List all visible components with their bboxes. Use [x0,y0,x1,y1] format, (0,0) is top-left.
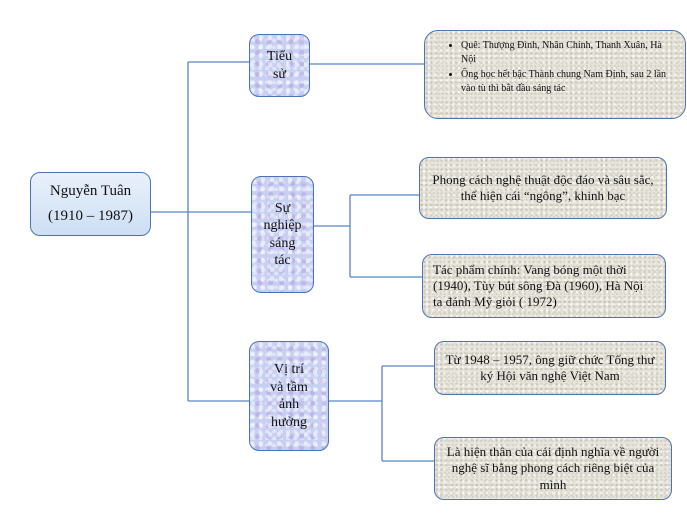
leaf-artistic-style-text: Phong cách nghệ thuật độc đáo và sâu sắc… [432,171,654,203]
leaf-biography-details: Quê: Thượng Đình, Nhân Chính, Thanh Xuân… [424,30,686,119]
branch-influence-line-4: hưởng [271,414,307,430]
leaf-position: Từ 1948 – 1957, ông giữ chức Tổng thư ký… [434,341,666,395]
leaf-position-text: Từ 1948 – 1957, ông giữ chức Tổng thư ký… [445,351,655,383]
leaf-main-works-text: Tác phẩm chính: Vang bóng một thời (1940… [433,261,644,310]
branch-biography-line-2: sử [272,66,287,82]
branch-influence-line-2: và tầm [270,379,308,395]
leaf-influence: Là hiện thân của cái định nghĩa về người… [434,437,672,500]
branch-career-line-1: Sự [274,200,291,216]
branch-career-line-2: nghiệp [263,218,302,233]
root-node: Nguyễn Tuân (1910 – 1987) [30,172,151,236]
root-years: (1910 – 1987) [48,208,133,224]
branch-career-line-3: sáng [269,235,296,251]
leaf-main-works: Tác phẩm chính: Vang bóng một thời (1940… [422,254,666,318]
branch-career: Sự nghiệp sáng tác [251,176,314,293]
biography-bullet-hometown: Quê: Thượng Đình, Nhân Chính, Thanh Xuân… [461,39,671,66]
branch-biography: Tiểu sử [249,34,310,97]
branch-influence-line-1: Vị trí [274,362,304,377]
biography-bullet-education: Ông học hết bậc Thành chung Nam Định, sa… [461,68,671,95]
biography-bullet-list: Quê: Thượng Đình, Nhân Chính, Thanh Xuân… [445,39,671,97]
branch-biography-line-1: Tiểu [266,49,293,64]
leaf-artistic-style: Phong cách nghệ thuật độc đáo và sâu sắc… [419,157,667,219]
branch-influence: Vị trí và tầm ảnh hưởng [249,341,329,451]
root-name: Nguyễn Tuân [49,183,132,200]
branch-career-line-4: tác [274,253,291,268]
leaf-influence-text: Là hiện thân của cái định nghĩa về người… [446,444,660,492]
branch-influence-line-3: ảnh [278,397,300,412]
